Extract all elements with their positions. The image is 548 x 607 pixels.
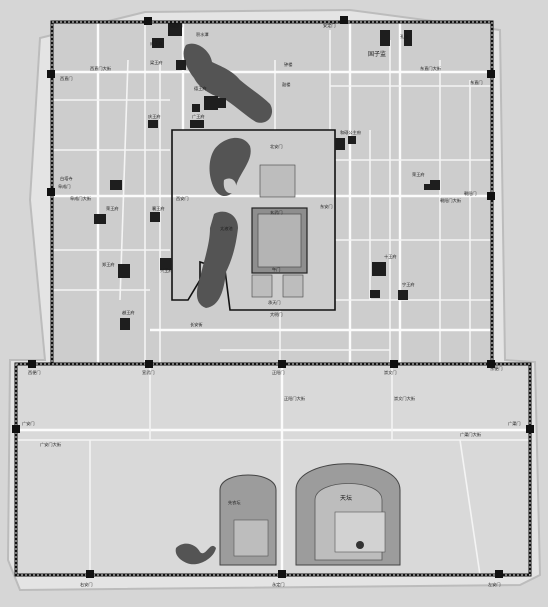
label-street-6: 广安门大街: [40, 441, 61, 448]
taiye-lake-north: [209, 137, 251, 197]
label-mansion-1: 成王府: [150, 40, 163, 47]
label-chengtianmen: 承天门: [268, 299, 281, 306]
label-street-7: 广渠门大街: [460, 431, 481, 438]
temple-of-heaven-circle: [356, 541, 364, 549]
label-mansion-11: 越王府: [122, 309, 135, 316]
label-youanmen: 右安门: [80, 581, 93, 588]
label-xuanwumen: 宣武门: [142, 369, 155, 376]
label-daming: 大明门: [270, 311, 283, 318]
label-street-1: 西直门大街: [90, 65, 111, 72]
label-wumen: 午门: [272, 266, 280, 273]
shejitan: [282, 274, 304, 298]
label-mansion-8: 宁王府: [402, 281, 415, 288]
label-xian: 西安门: [176, 195, 189, 202]
label-taiye: 太液池: [220, 225, 233, 232]
outer-city-pond: [175, 543, 216, 565]
label-mansion-5: 广王府: [192, 113, 205, 120]
label-mansion-14: 荣王府: [106, 205, 119, 212]
label-street-2: 东直门大街: [420, 65, 441, 72]
label-mansion-10: 郑王府: [102, 261, 115, 268]
outer-city-roads: [16, 364, 530, 576]
label-xuanwu: 玄武门: [270, 209, 283, 216]
label-kongmiao: 孔庙: [400, 33, 408, 40]
outer-city-wall-dash: [15, 363, 531, 576]
jingshan: [259, 164, 296, 198]
label-xiannong: 先农坛: [228, 499, 241, 506]
label-guangqumen: 广渠门: [508, 420, 521, 427]
label-yongdingmen: 永定门: [272, 581, 285, 588]
label-street-3: 阜成门大街: [70, 195, 91, 202]
mansions: [94, 22, 440, 330]
label-zuoanmen: 左安门: [488, 581, 501, 588]
label-mansion-7: 荣王府: [412, 171, 425, 178]
label-baita: 白塔寺: [60, 175, 73, 182]
label-mansion-3: 德王府: [194, 85, 207, 92]
label-mansion-4: 庆王府: [148, 113, 161, 120]
label-mansion-6: 和硕公主府: [340, 129, 361, 136]
label-beian: 北安门: [270, 143, 283, 150]
taiye-lake-south: [196, 211, 238, 308]
label-jishuitan: 积水潭: [196, 31, 209, 38]
label-street-4: 朝阳门大街: [440, 197, 461, 204]
label-xibianmen: 西便门: [28, 369, 41, 376]
label-donganmen: 东安门: [320, 203, 333, 210]
label-fuchengmen: 阜成门: [58, 183, 71, 190]
label-mansion-13: 襄王府: [152, 205, 165, 212]
label-street-8: 正阳门大街: [284, 395, 305, 402]
label-dongbianmen: 东便门: [490, 365, 503, 372]
gate-towers: [12, 16, 534, 578]
label-guanganmen: 广安门: [22, 420, 35, 427]
label-street-9: 崇文门大街: [394, 395, 415, 402]
xiannong-altar-inner: [233, 519, 269, 557]
label-street-5: 长安街: [190, 321, 203, 328]
label-chaoyangmen: 朝阳门: [464, 190, 477, 197]
qionghua-island: [223, 178, 237, 194]
label-mansion-12: 兴王府: [160, 267, 173, 274]
label-guozijian: 国子监: [368, 50, 386, 58]
label-zhengyangmen: 正阳门: [272, 369, 285, 376]
label-deshengmen: 德胜门: [170, 22, 183, 29]
taimiao: [251, 274, 273, 298]
label-temple-heaven: 天坛: [340, 494, 352, 502]
label-zhonglou: 钟楼: [284, 61, 292, 68]
label-chongwenmen: 崇文门: [384, 369, 397, 376]
label-gulou: 鼓楼: [282, 81, 290, 88]
label-mansion-9: 十王府: [384, 253, 397, 260]
label-dongzhimen: 东直门: [470, 79, 483, 86]
label-xizhimen: 西直门: [60, 75, 73, 82]
forbidden-city-inner: [257, 213, 302, 268]
label-mansion-2: 梁王府: [150, 59, 163, 66]
label-anding: 安定门: [323, 22, 336, 29]
jishuitan-lake: [183, 43, 273, 123]
